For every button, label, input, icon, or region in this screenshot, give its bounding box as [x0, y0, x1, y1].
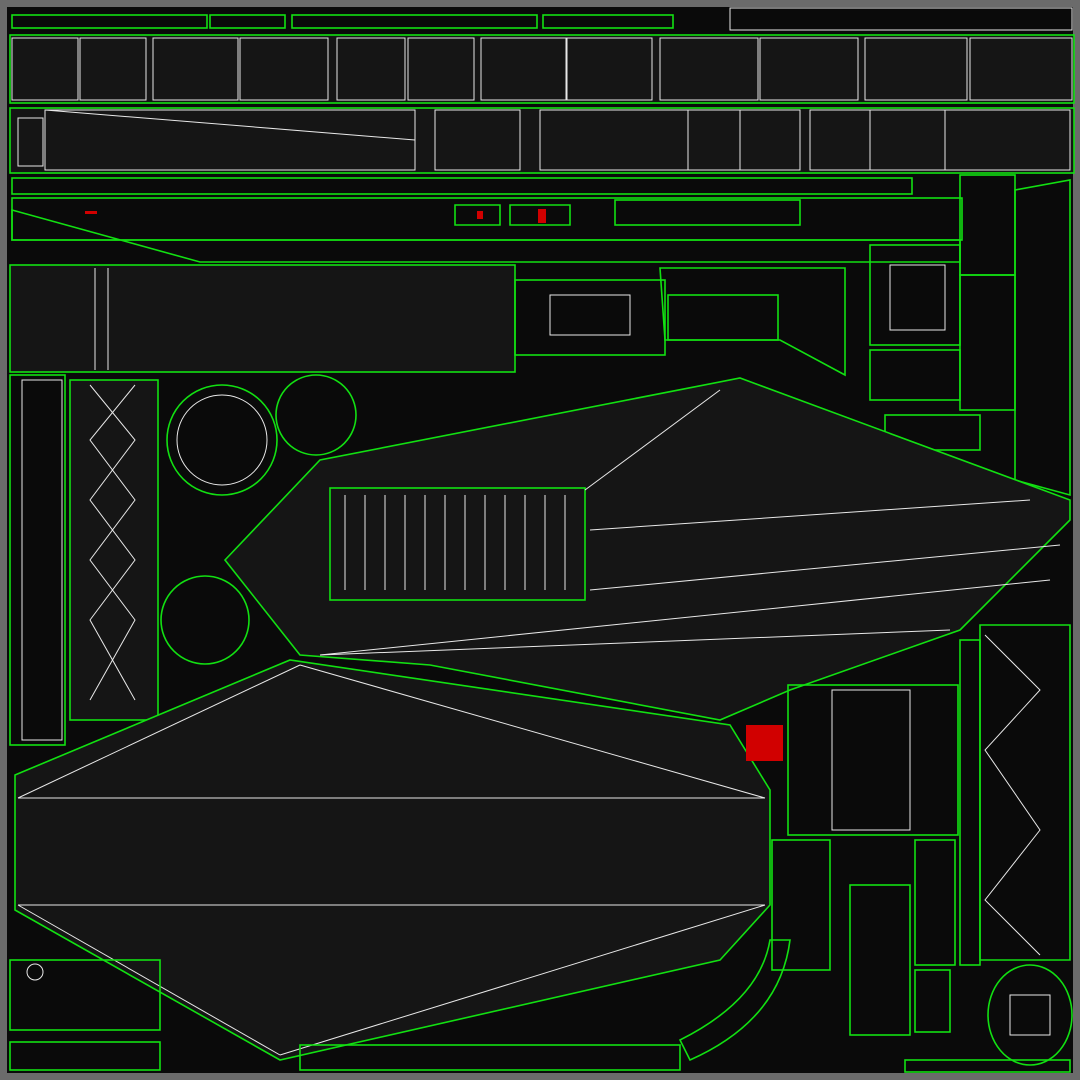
- top-strip-islands: [11, 7, 1073, 31]
- panel-row-2: [9, 107, 1075, 174]
- main-hull-island: [223, 377, 1071, 721]
- red-small-marker-2: [538, 209, 546, 223]
- bottom-strip-islands: [299, 1044, 1071, 1073]
- grille-lines: [344, 495, 566, 590]
- red-small-marker-1: [477, 211, 483, 219]
- lower-hull-island: [14, 659, 771, 1061]
- lower-right-islands: [678, 624, 1073, 1066]
- left-column-islands: [9, 374, 159, 746]
- side-panel-row: [9, 244, 1016, 451]
- red-small-marker-3: [85, 211, 97, 214]
- red-square-marker: [746, 725, 783, 761]
- bottom-left-islands: [9, 959, 161, 1071]
- circle-islands: [160, 374, 357, 665]
- panel-row-1: [9, 34, 1075, 104]
